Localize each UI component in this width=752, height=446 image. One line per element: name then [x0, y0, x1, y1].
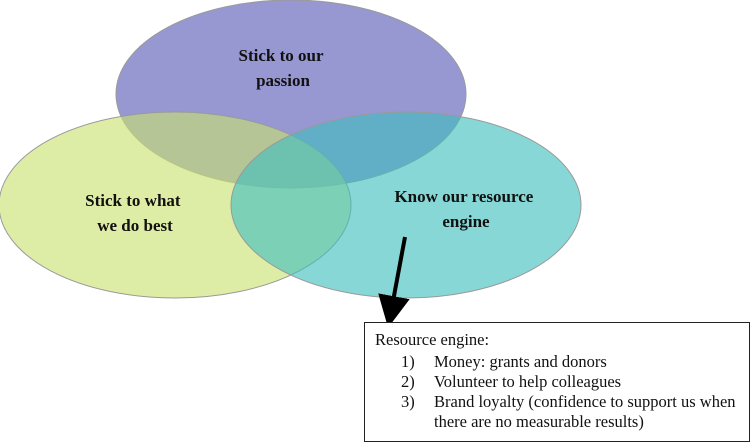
list-item-text: Volunteer to help colleagues	[434, 372, 622, 391]
note-title: Resource engine:	[375, 330, 490, 349]
list-item: 3) Brand loyalty (confidence to support …	[375, 392, 739, 432]
list-item-number: 2)	[401, 372, 415, 391]
note-list: 1) Money: grants and donors 2) Volunteer…	[375, 352, 739, 432]
list-item-number: 1)	[401, 352, 415, 371]
list-item-text: Money: grants and donors	[434, 352, 607, 371]
label-resource: Know our resource engine	[394, 187, 537, 231]
label-passion: Stick to our passion	[239, 46, 328, 90]
arrow-to-note	[378, 236, 410, 328]
list-item: 1) Money: grants and donors	[375, 352, 739, 372]
list-item-number: 3)	[401, 392, 415, 411]
list-item-text: Brand loyalty (confidence to support us …	[434, 392, 736, 431]
label-best: Stick to what we do best	[85, 191, 185, 235]
resource-engine-note: Resource engine: 1) Money: grants and do…	[364, 322, 750, 442]
list-item: 2) Volunteer to help colleagues	[375, 372, 739, 392]
